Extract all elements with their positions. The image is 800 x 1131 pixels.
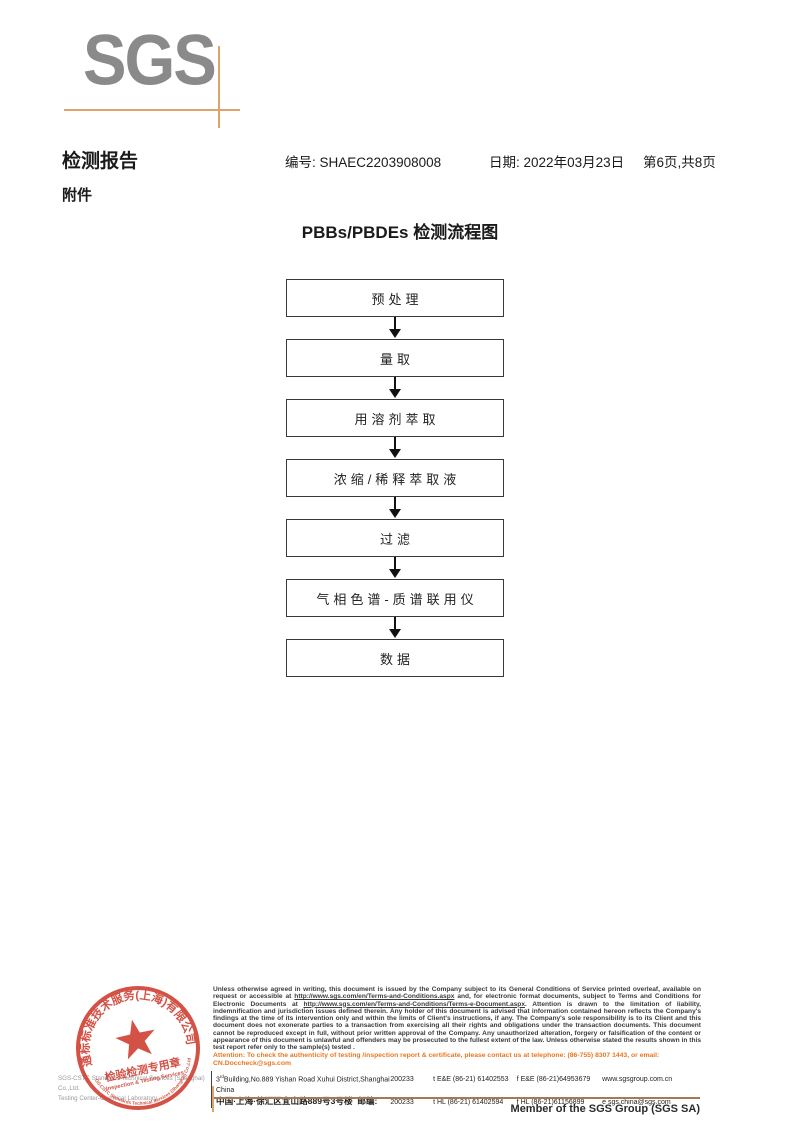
fax-1: f E&E (86-21)64953679 [516, 1076, 591, 1084]
down-arrow-icon [286, 497, 504, 519]
inspection-testing-stamp-icon: 通标标准技术服务(上海)有限公司 SGS-CSTC Standards Tech… [55, 965, 200, 1120]
telephone-2: t HL (86-21) 61402594 [433, 1099, 504, 1107]
address-en: 3rdBuilding,No.889 Yishan Road Xuhui Dis… [216, 1074, 390, 1095]
report-date-label: 日期: [489, 155, 520, 170]
disclaimer-text: Unless otherwise agreed in writing, this… [213, 986, 701, 1001]
flow-step-data: 数据 [286, 639, 504, 677]
lab-company-line1: SGS-CSTC Standards Technical Services (S… [58, 1075, 205, 1092]
flow-step-gcms: 气相色谱-质谱联用仪 [286, 579, 504, 617]
report-number: 编号: SHAEC2203908008 [285, 151, 441, 171]
down-arrow-icon [286, 557, 504, 579]
terms-e-document-url: http://www.sgs.com/en/Terms-and-Conditio… [303, 1000, 525, 1008]
legal-disclaimer: Unless otherwise agreed in writing, this… [213, 986, 701, 1052]
footer-crosshair-vertical [212, 1086, 214, 1112]
page-indicator: 第6页,共8页 [643, 155, 716, 170]
website: www.sgsgroup.com.cn [602, 1076, 673, 1084]
flow-step-measure: 量取 [286, 339, 504, 377]
flowchart-title: PBBs/PBDEs 检测流程图 [301, 223, 499, 242]
postcode-cn: 200233 [390, 1099, 414, 1107]
down-arrow-icon [286, 437, 504, 459]
flow-step-concentrate-dilute: 浓缩/稀释萃取液 [286, 459, 504, 497]
fax-2: f HL (86-21)61156899 [516, 1099, 585, 1107]
sgs-member-text: Member of the SGS Group (SGS SA) [510, 1103, 700, 1115]
email: e sgs.china@sgs.com [602, 1099, 671, 1107]
attachment-label: 附件 [62, 187, 93, 204]
report-number-value: SHAEC2203908008 [319, 155, 442, 170]
address-cn: 中国·上海·徐汇区宜山路889号3号楼 邮编: [216, 1096, 378, 1107]
disclaimer-text: . Attention is drawn to the limitation o… [213, 1000, 701, 1052]
logo-crosshair-vertical [218, 46, 220, 128]
attention-notice: Attention: To check the authenticity of … [213, 1052, 660, 1067]
down-arrow-icon [286, 617, 504, 639]
flow-step-solvent-extraction: 用溶剂萃取 [286, 399, 504, 437]
down-arrow-icon [286, 377, 504, 399]
terms-url: http://www.sgs.com/en/Terms-and-Conditio… [294, 993, 455, 1001]
down-arrow-icon [286, 317, 504, 339]
flowchart: 预处理 量取 用溶剂萃取 浓缩/稀释萃取液 过滤 气相色谱-质谱联用仪 数据 [286, 279, 504, 677]
address-block: 3rdBuilding,No.889 Yishan Road Xuhui Dis… [211, 1071, 700, 1109]
postcode-en: 200233 [390, 1076, 414, 1084]
report-date-value: 2022年03月23日 [523, 155, 625, 170]
footer-divider [213, 1097, 700, 1099]
disclaimer-text: and, for electronic format documents, su… [213, 993, 702, 1008]
report-title: 检测报告 [62, 151, 139, 172]
sgs-logo: SGS [83, 19, 217, 101]
logo-crosshair-horizontal [64, 109, 240, 111]
star-icon [115, 1019, 155, 1060]
flow-step-filter: 过滤 [286, 519, 504, 557]
report-number-label: 编号: [285, 155, 316, 170]
telephone-1: t E&E (86-21) 61402553 [433, 1076, 509, 1084]
flow-step-pretreatment: 预处理 [286, 279, 504, 317]
report-date: 日期: 2022年03月23日 [489, 151, 624, 171]
